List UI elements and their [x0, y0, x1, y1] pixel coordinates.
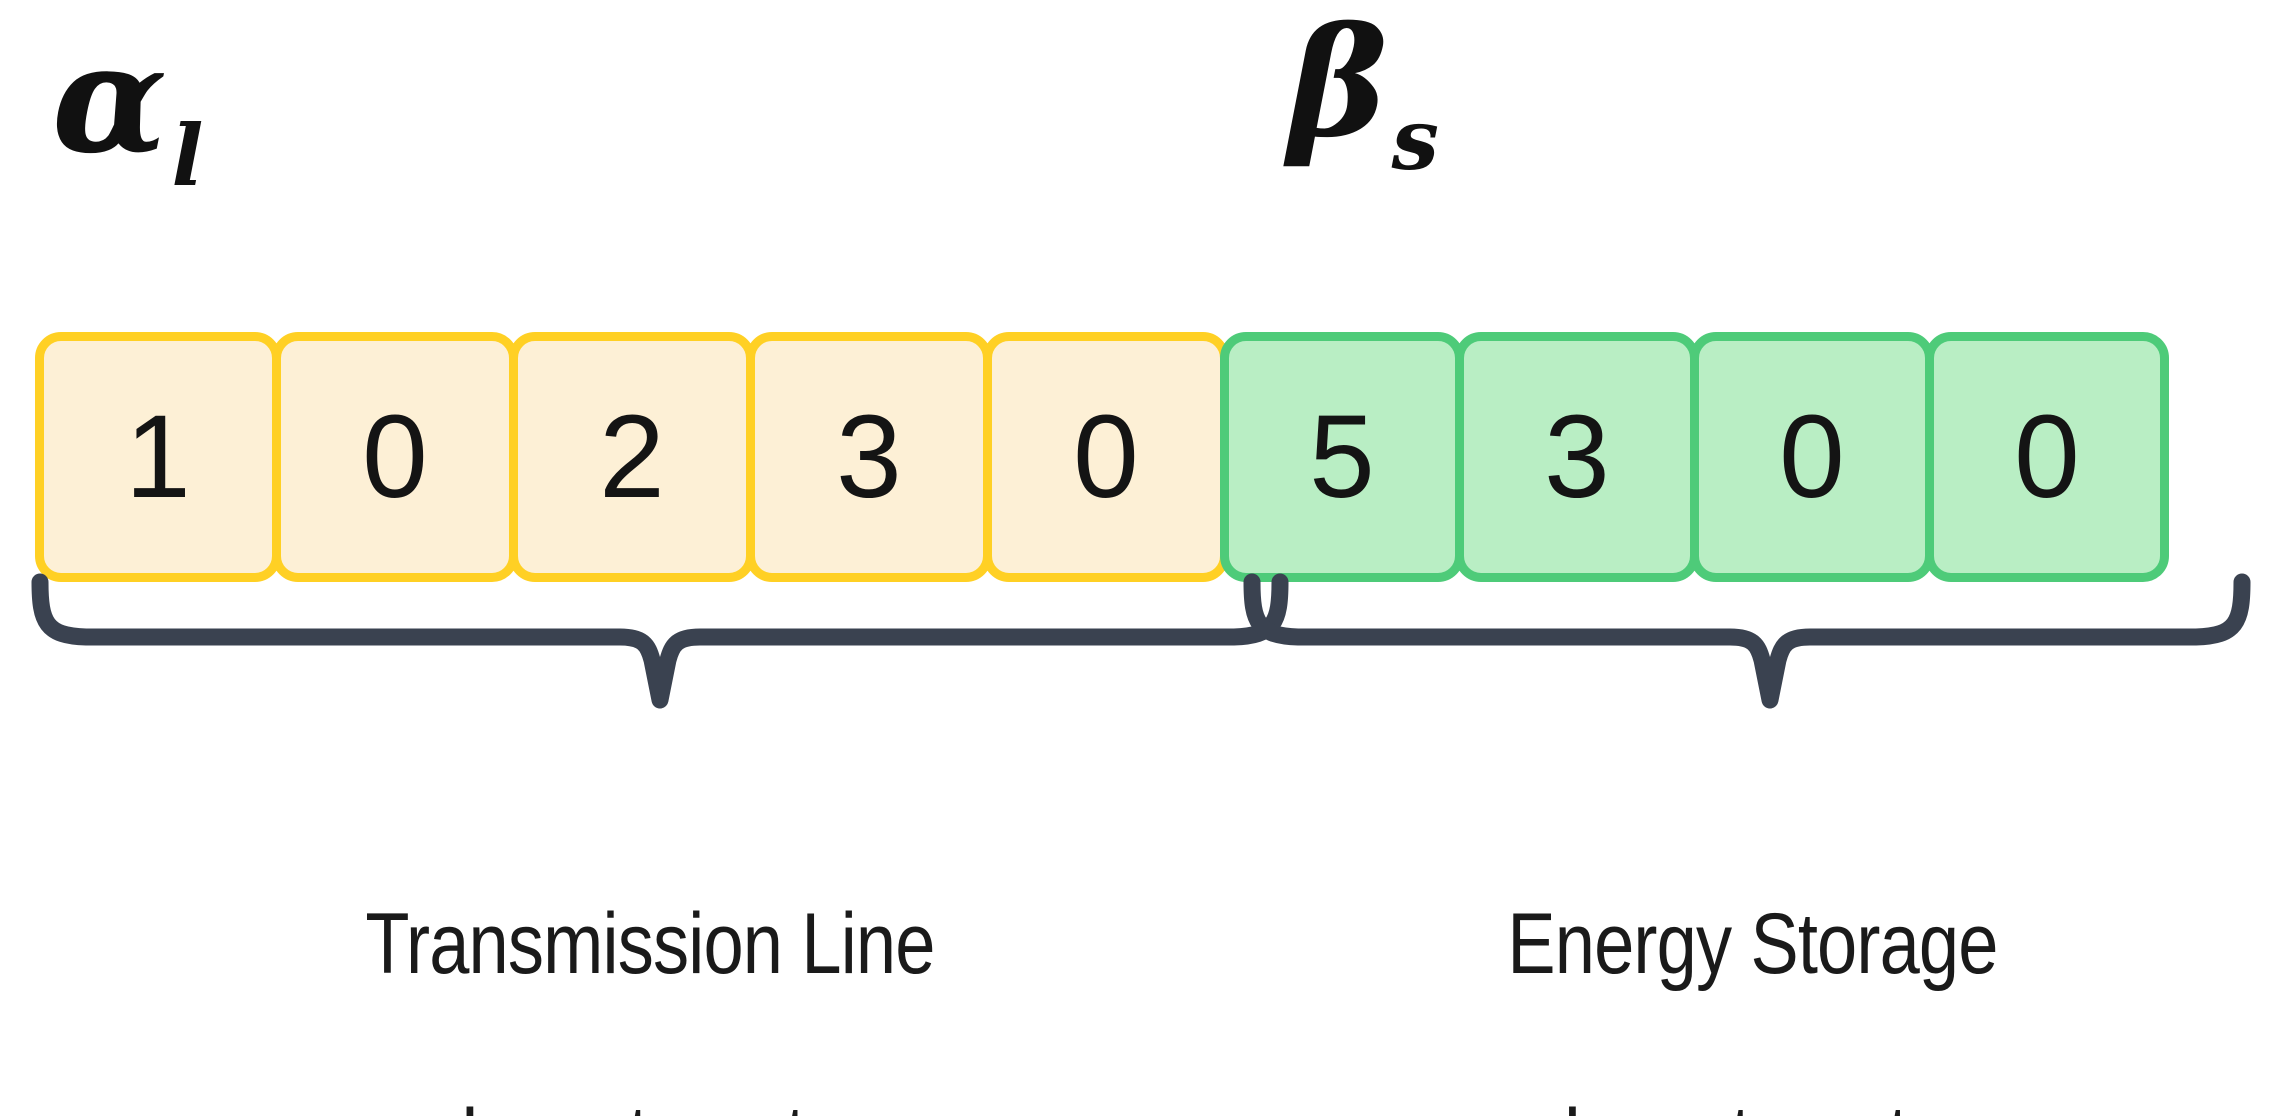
alpha-glyph: α [52, 11, 168, 187]
vector-cell[interactable]: 2 [509, 332, 755, 582]
vector-cell[interactable]: 0 [1690, 332, 1934, 582]
vector-cell[interactable]: 3 [1455, 332, 1699, 582]
beta-glyph: β [1288, 0, 1388, 171]
beta-subscript: s [1391, 90, 1439, 189]
vector-cell[interactable]: 3 [746, 332, 992, 582]
right-group-brace [1243, 573, 2251, 709]
left-group-brace [31, 573, 1289, 709]
caption-line-1: Transmission Line [365, 896, 935, 993]
vector-cell[interactable]: 0 [983, 332, 1229, 582]
caption-line-2: Investments [1343, 1089, 2162, 1116]
alpha-subscript: l [171, 106, 204, 205]
vector-cell[interactable]: 5 [1220, 332, 1464, 582]
vector-cell[interactable]: 0 [1925, 332, 2169, 582]
vector-cell[interactable]: 0 [272, 332, 518, 582]
transmission-line-caption: Transmission Line Investments [133, 800, 1166, 1116]
decision-vector-cells: 1 0 2 3 0 5 3 0 0 [35, 332, 2240, 582]
beta-s-symbol: βs [1288, 8, 1439, 182]
energy-storage-caption: Energy Storage Investments [1343, 800, 2162, 1116]
caption-line-2: Investments [133, 1089, 1166, 1116]
alpha-l-symbol: αl [52, 24, 203, 198]
caption-line-1: Energy Storage [1507, 896, 1998, 993]
vector-cell[interactable]: 1 [35, 332, 281, 582]
